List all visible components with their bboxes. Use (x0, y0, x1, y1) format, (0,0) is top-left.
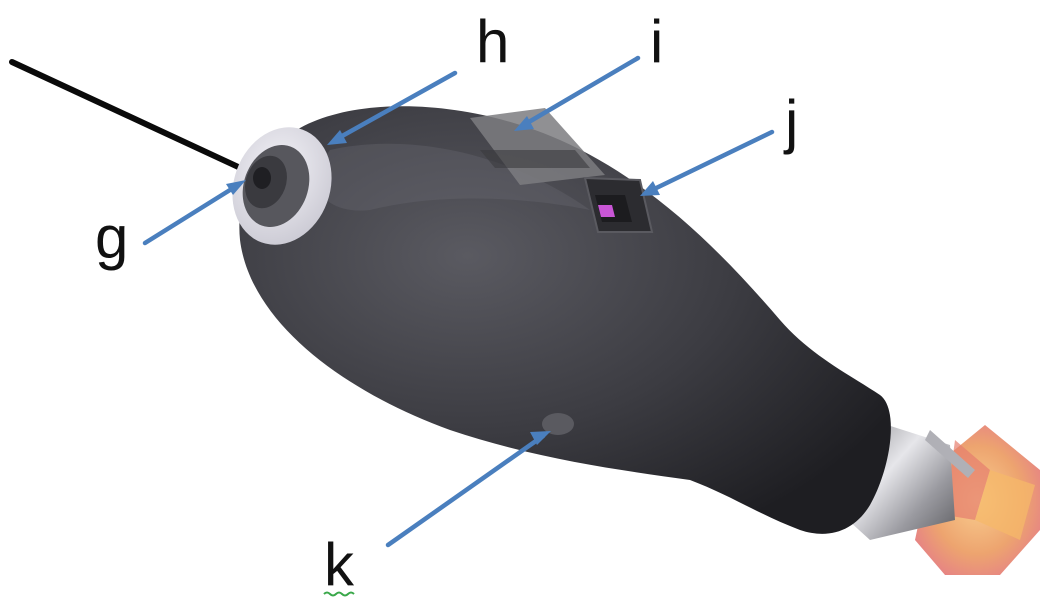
cable-entry (253, 167, 271, 189)
label-i: i (650, 8, 663, 75)
label-j: j (783, 88, 798, 155)
label-g: g (95, 204, 128, 271)
arrow-j (648, 132, 772, 192)
arrow-i (522, 58, 638, 126)
label-h: h (476, 8, 509, 75)
arrow-g (145, 185, 238, 243)
label-k: k (324, 531, 355, 598)
cable (12, 62, 262, 178)
arrow-k (388, 436, 543, 545)
led-button (585, 178, 652, 232)
